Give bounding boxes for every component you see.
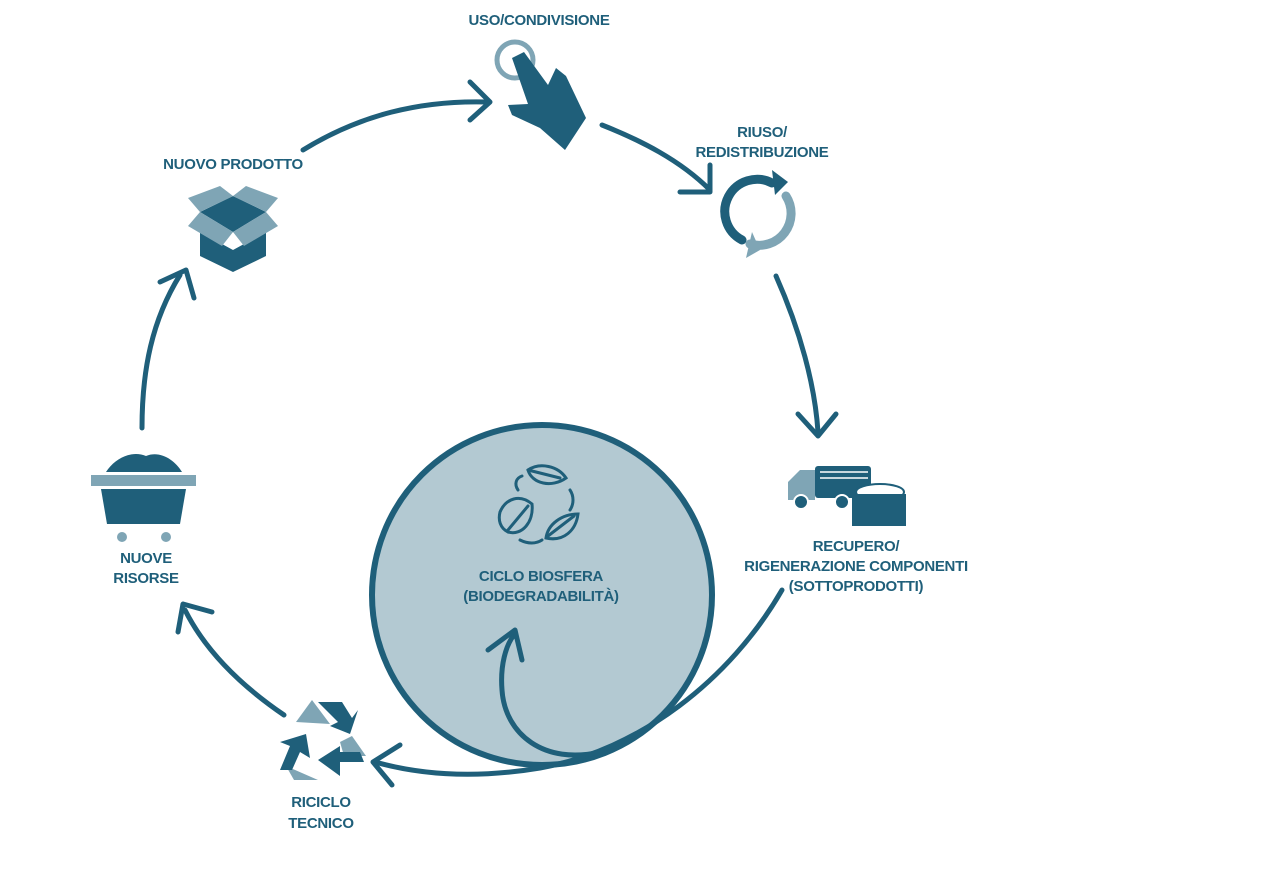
mine-cart-icon — [91, 453, 196, 542]
leaves-cycle-icon — [497, 464, 580, 545]
arrow-uso-to-riuso — [599, 122, 713, 195]
truck-bin-icon — [788, 466, 906, 526]
open-box-icon — [188, 186, 278, 272]
arrow-riuso-to-recupero — [773, 273, 839, 439]
label-nuove-risorse-2: RISORSE — [113, 570, 179, 587]
arrow-riciclo-to-risorse — [175, 601, 287, 718]
label-nuove-risorse-1: NUOVE — [120, 550, 172, 567]
arrow-risorse-to-prodotto — [139, 267, 197, 431]
label-recupero-1: RECUPERO/ — [813, 538, 901, 555]
label-recupero-3: (SOTTOPRODOTTI) — [789, 578, 924, 595]
label-nuovo-prodotto: NUOVO PRODOTTO — [163, 156, 303, 173]
biosphere-circle — [369, 422, 715, 768]
label-recupero-2: RIGENERAZIONE COMPONENTI — [744, 558, 968, 575]
touch-hand-icon — [494, 39, 586, 150]
recycle-icon — [280, 700, 366, 780]
arrow-prodotto-to-uso — [300, 79, 493, 153]
arrow-recupero-to-riciclo — [370, 587, 785, 788]
refresh-arrows-icon — [720, 170, 796, 258]
label-riciclo-1: RICICLO — [291, 794, 351, 811]
label-biosfera-2: (BIODEGRADABILITÀ) — [463, 588, 619, 605]
label-riciclo-2: TECNICO — [288, 815, 354, 832]
label-riuso-1: RIUSO/ — [737, 124, 788, 141]
label-riuso-2: REDISTRIBUZIONE — [695, 144, 828, 161]
label-biosfera-1: CICLO BIOSFERA — [479, 568, 604, 585]
arrow-biosphere-return — [485, 627, 603, 758]
label-uso: USO/CONDIVISIONE — [468, 12, 609, 29]
